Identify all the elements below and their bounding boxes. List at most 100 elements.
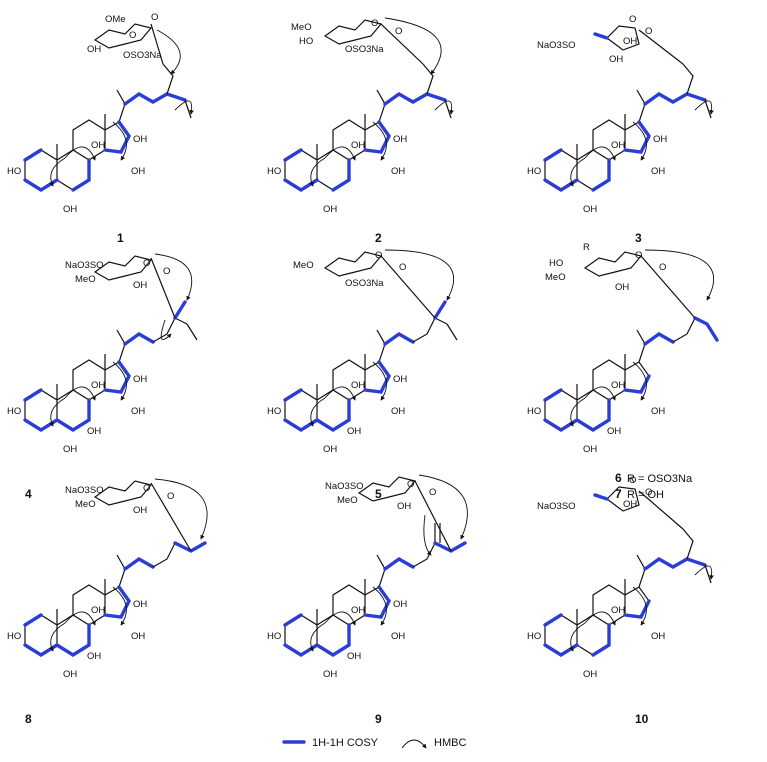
label-oh15: OH <box>391 631 405 642</box>
label-sugar-oh: OH <box>87 44 101 55</box>
label-ho: HO <box>549 258 563 269</box>
label-oh16: OH <box>653 134 667 145</box>
label-oh6: OH <box>323 444 337 455</box>
label-ho3: HO <box>267 631 281 642</box>
r-definition-6: R = OSO3Na <box>627 473 693 485</box>
label-oh-b: OH <box>609 54 623 65</box>
label-o-ring: O <box>375 250 382 261</box>
label-o-link: O <box>395 26 402 37</box>
label-o-ring: O <box>371 18 378 29</box>
label-oh8: OH <box>611 380 625 391</box>
label-o-link: O <box>645 26 652 37</box>
label-oh16: OH <box>133 374 147 385</box>
label-oh15: OH <box>131 631 145 642</box>
compound-number: 3 <box>635 231 642 245</box>
label-oh: OH <box>397 501 411 512</box>
label-o-ring: O <box>629 14 636 25</box>
legend: 1H-1H COSY HMBC <box>282 737 466 749</box>
compound-number: 8 <box>25 712 32 726</box>
label-oh16: OH <box>393 374 407 385</box>
label-oh16: OH <box>133 599 147 610</box>
label-oh7: OH <box>347 651 361 662</box>
label-oh8: OH <box>91 140 105 151</box>
label-o-ring: O <box>143 483 150 494</box>
label-oh15: OH <box>131 166 145 177</box>
label-ome: MeO <box>75 274 96 285</box>
label-o-link: O <box>429 487 436 498</box>
label-oh16: OH <box>393 134 407 145</box>
label-oh6: OH <box>63 669 77 680</box>
legend-hmbc-label: HMBC <box>434 737 466 749</box>
compound-number: 4 <box>25 487 32 501</box>
label-ho3: HO <box>527 631 541 642</box>
label-oh: OH <box>133 280 147 291</box>
label-ome: MeO <box>337 495 358 506</box>
compound-6: HO OH OH OH OH R HO MeO OH O O 6 R = OSO… <box>527 242 719 501</box>
label-oh7: OH <box>607 426 621 437</box>
label-oh16: OH <box>133 134 147 145</box>
compound-4: HO OH OH OH OH OH NaO3SO MeO OH O O 4 <box>7 253 198 501</box>
legend-hmbc-arrow-icon <box>401 739 427 749</box>
label-ome: MeO <box>293 260 314 271</box>
label-oh15: OH <box>651 631 665 642</box>
label-oh-sugar: OH <box>623 499 637 510</box>
compound-3: HO OH OH OH OH NaO3SO O O OH OH 3 <box>527 14 714 245</box>
label-oh8: OH <box>351 140 365 151</box>
compound-number-6: 6 <box>615 471 622 485</box>
label-oh8: OH <box>611 140 625 151</box>
label-sulfate: OSO3Na <box>345 44 384 55</box>
label-ho3: HO <box>527 406 541 417</box>
label-oh8: OH <box>611 605 625 616</box>
label-oh7: OH <box>87 426 101 437</box>
label-oh15: OH <box>391 166 405 177</box>
label-o-ring: O <box>407 479 414 490</box>
label-oh7: OH <box>347 426 361 437</box>
label-ome: MeO <box>545 272 566 283</box>
label-o-link: O <box>399 262 406 273</box>
compound-number: 10 <box>635 712 649 726</box>
compound-number-7: 7 <box>615 487 622 501</box>
label-sulfate: NaO3SO <box>65 260 104 271</box>
label-oh6: OH <box>63 204 77 215</box>
label-oh: OH <box>615 282 629 293</box>
label-oh15: OH <box>651 166 665 177</box>
compound-9: HO OH OH OH OH OH NaO3SO MeO OH O O 9 <box>267 474 468 726</box>
compound-number: 1 <box>117 231 124 245</box>
compound-number: 9 <box>375 712 382 726</box>
label-o-link: O <box>151 12 158 23</box>
label-o-link: O <box>167 491 174 502</box>
label-o-ring: O <box>129 30 136 41</box>
compound-5: HO OH OH OH OH OH MeO O O OSO3Na 5 <box>267 249 458 501</box>
label-oh8: OH <box>351 605 365 616</box>
label-ho: HO <box>299 36 313 47</box>
label-o-ring: O <box>635 250 642 261</box>
compound-number: 2 <box>375 231 382 245</box>
label-o-ring: O <box>629 475 636 486</box>
legend-cosy-label: 1H-1H COSY <box>312 737 379 749</box>
label-ho3: HO <box>527 166 541 177</box>
label-oh16: OH <box>393 599 407 610</box>
label-oh-a: OH <box>623 36 637 47</box>
label-ho3: HO <box>267 406 281 417</box>
label-oh15: OH <box>651 406 665 417</box>
label-ome: OMe <box>105 14 126 25</box>
compound-8: HO OH OH OH OH OH NaO3SO MeO OH O O 8 <box>7 478 208 726</box>
label-oh8: OH <box>91 605 105 616</box>
label-sulfate: OSO3Na <box>345 278 384 289</box>
label-oh6: OH <box>583 204 597 215</box>
compound-1: HO OH OH OH OH OMe O O OSO3Na OH 1 <box>7 12 194 245</box>
label-oh8: OH <box>91 380 105 391</box>
label-sulfate: NaO3SO <box>537 40 576 51</box>
label-oh6: OH <box>583 444 597 455</box>
label-oh8: OH <box>351 380 365 391</box>
label-oh7: OH <box>87 651 101 662</box>
label-sulfate: NaO3SO <box>537 501 576 512</box>
label-r: R <box>583 242 590 253</box>
label-oh6: OH <box>323 204 337 215</box>
label-sulfate: NaO3SO <box>65 485 104 496</box>
label-oh6: OH <box>583 669 597 680</box>
label-o-link: O <box>659 262 666 273</box>
label-oh15: OH <box>391 406 405 417</box>
label-oh6: OH <box>63 444 77 455</box>
